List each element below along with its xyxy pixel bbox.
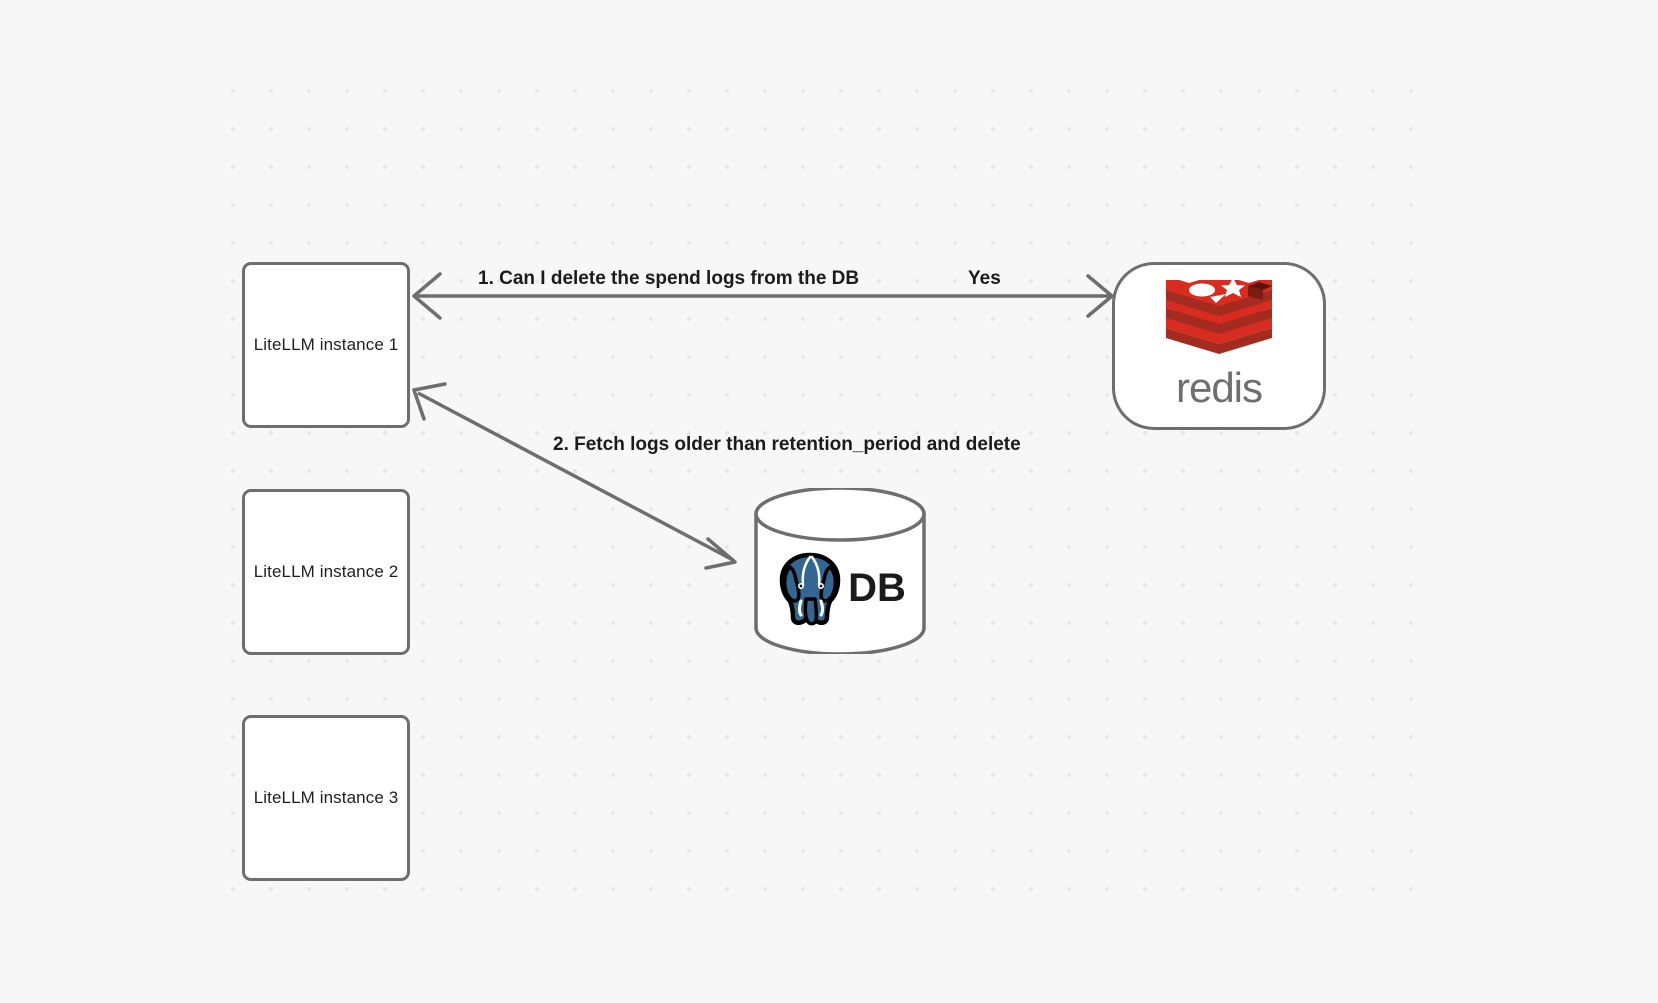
arrowhead-lower-right [704,537,737,570]
node-label-litellm-2: LiteLLM instance 2 [253,562,399,581]
elephant-ear-right [819,565,838,603]
edge-label-1-reply: Yes [968,268,1001,289]
node-litellm-instance-2[interactable]: LiteLLM instance 2 [242,489,410,655]
redis-glyph-triangle [1210,294,1226,303]
redis-logo-icon [1166,280,1272,354]
postgres-branding: DB [752,540,928,636]
redis-glyph-ellipse [1189,283,1215,297]
redis-wordmark: redis [1175,364,1263,411]
node-label-litellm-1: LiteLLM instance 1 [253,335,399,354]
arrowhead-left [412,272,442,320]
elephant-tusk-left [798,599,803,617]
node-postgres-db[interactable]: DB [752,486,928,656]
arrowhead-upper-left [412,382,447,421]
node-litellm-instance-1[interactable]: LiteLLM instance 1 [242,262,410,428]
edge-label-1: 1. Can I delete the spend logs from the … [478,268,860,289]
edge-litellm1-postgres [412,382,737,570]
redis-glyph-cube [1248,286,1263,300]
node-redis[interactable]: redis [1112,262,1326,430]
node-litellm-instance-3[interactable]: LiteLLM instance 3 [242,715,410,881]
postgresql-elephant-icon [779,552,841,626]
node-label-litellm-3: LiteLLM instance 3 [253,788,399,807]
edge-label-2: 2. Fetch logs older than retention_perio… [553,434,1021,455]
elephant-ear-left [782,565,801,603]
redis-glyph-star [1221,280,1245,297]
elephant-trunk [803,597,819,626]
elephant-tusk-right [819,599,825,617]
db-label: DB [848,565,906,610]
arrowhead-right [1086,274,1114,318]
